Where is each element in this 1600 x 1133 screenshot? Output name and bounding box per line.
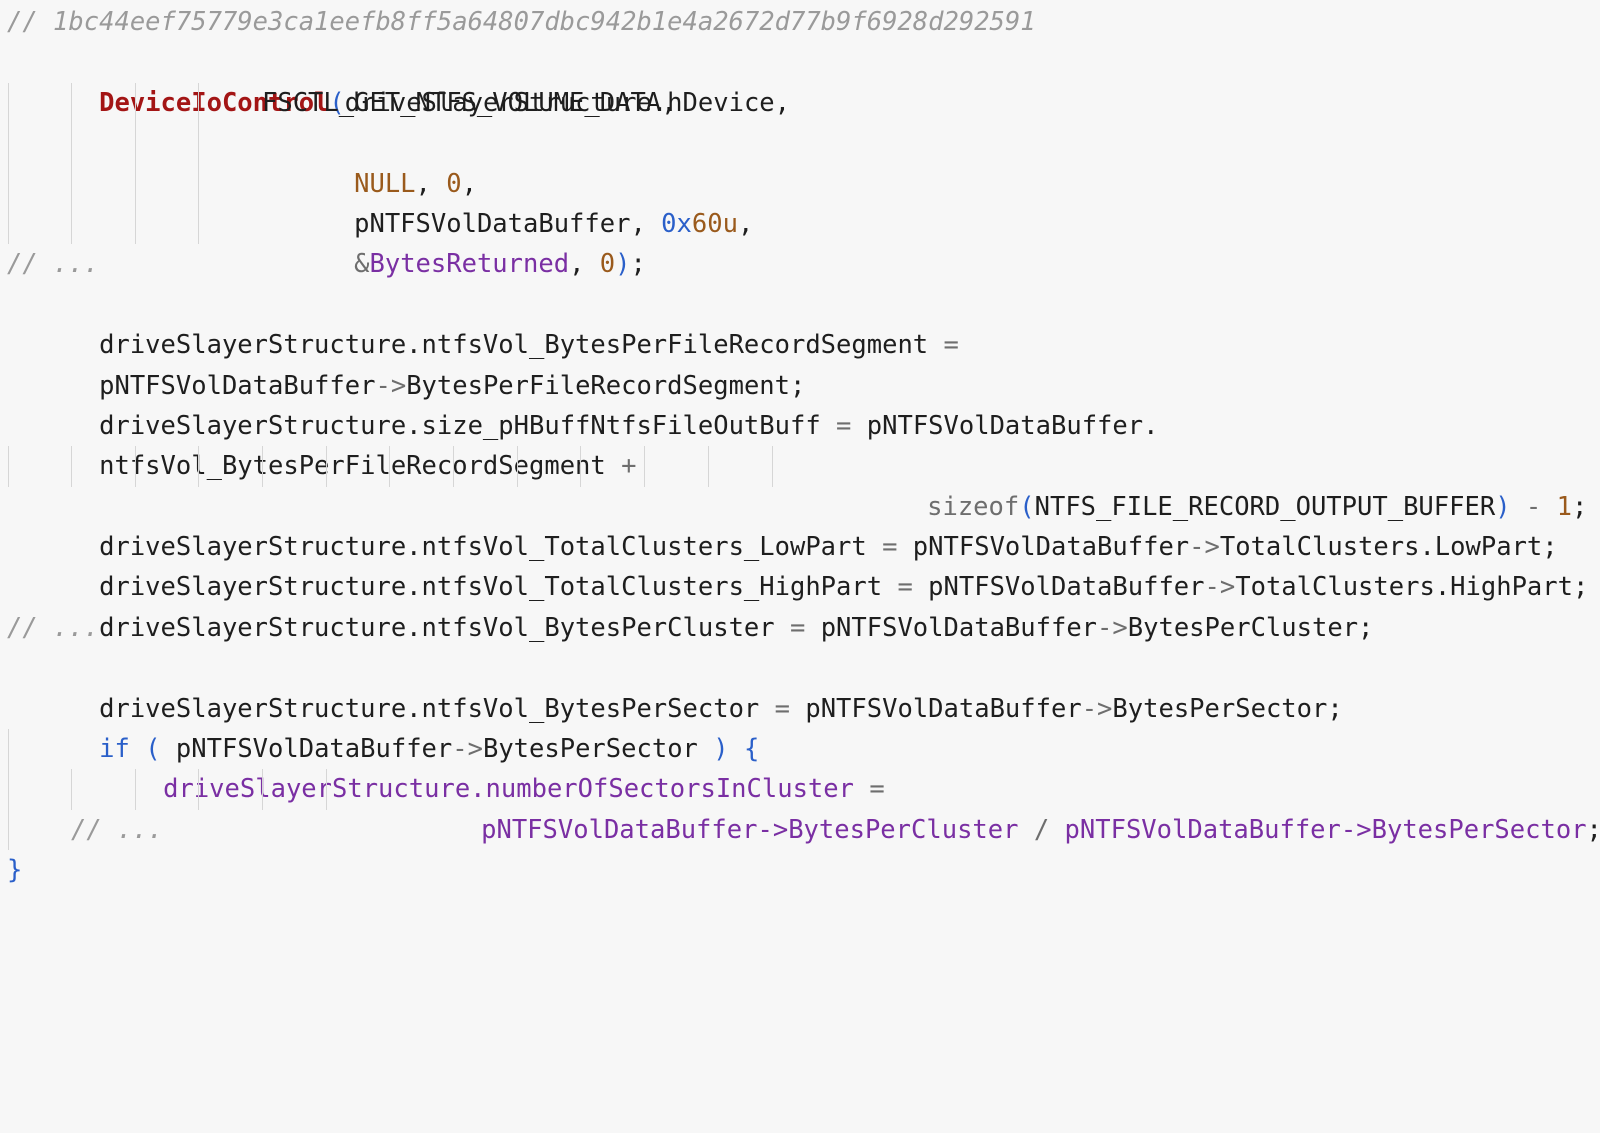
code-line: // 1bc44eef75779e3ca1eefb8ff5a64807dbc94… <box>0 2 1600 42</box>
indent-guide <box>389 446 390 487</box>
paren-open: ( <box>329 87 345 118</box>
indent-guide <box>8 203 9 245</box>
hex-value: 60u <box>691 208 738 239</box>
indent-guide <box>135 82 136 124</box>
code-line: ntfsVol_BytesPerFileRecordSegment + <box>99 451 637 482</box>
variable: BytesReturned <box>369 249 570 280</box>
code-line: driveSlayerStructure.ntfsVol_BytesPerSec… <box>99 693 1343 724</box>
indent-guide <box>517 446 518 487</box>
indent-guide <box>453 446 454 487</box>
code-line: driveSlayerStructure.ntfsVol_TotalCluste… <box>99 572 1589 603</box>
number-literal: 0 <box>446 168 462 199</box>
indent-guide <box>71 203 72 245</box>
comment: // ... <box>7 249 100 280</box>
code-line: driveSlayerStructure.numberOfSectorsInCl… <box>0 729 1600 804</box>
argument: pNTFSVolDataBuffer, <box>354 208 662 239</box>
indent-guide <box>135 769 136 810</box>
indent-guide <box>8 82 9 124</box>
indent-guide <box>198 123 199 164</box>
operator: = <box>836 410 852 441</box>
sizeof-keyword: sizeof <box>927 491 1020 522</box>
code-line: // ... <box>0 608 1600 648</box>
indent-guide <box>8 446 9 487</box>
comment: // ... <box>71 814 164 845</box>
code-line: sizeof(NTFS_FILE_RECORD_OUTPUT_BUFFER) -… <box>0 446 1600 522</box>
indent-guide <box>71 123 72 164</box>
code-line: DeviceIoControl(driveSlayerStructure.hDe… <box>0 42 1600 118</box>
indent-guide <box>71 82 72 124</box>
code-line: driveSlayerStructure.size_pHBuffNtfsFile… <box>99 410 1159 441</box>
code-line: FSCTL_GET_NTFS_VOLUME_DATA, <box>0 82 1600 124</box>
code-line: pNTFSVolDataBuffer->BytesPerCluster / pN… <box>0 769 1600 845</box>
indent-guide <box>708 446 709 487</box>
indent-guide <box>326 446 327 487</box>
code-line: driveSlayerStructure.ntfsVol_BytesPerFil… <box>0 285 1600 360</box>
indent-guide <box>71 769 72 810</box>
indent-guide <box>326 769 327 810</box>
assignment-target: driveSlayerStructure.size_pHBuffNtfsFile… <box>99 410 837 441</box>
comment: // ... <box>7 612 100 643</box>
address-operator: & <box>354 249 370 280</box>
code-line: pNTFSVolDataBuffer->BytesPerFileRecordSe… <box>99 370 806 401</box>
arrow-operator: -> <box>375 370 407 401</box>
code-line: // ... <box>0 809 1600 851</box>
indent-guide <box>71 163 72 204</box>
paren-close: ) <box>615 249 631 280</box>
indent-guide <box>580 446 581 487</box>
function-name: DeviceIoControl <box>99 87 330 118</box>
indent-guide <box>135 203 136 245</box>
indent-guide <box>772 446 773 487</box>
code-editor[interactable]: // 1bc44eef75779e3ca1eefb8ff5a64807dbc94… <box>0 0 1600 885</box>
indent-guide <box>135 123 136 164</box>
indent-guide <box>8 809 9 851</box>
operator: + <box>621 451 637 482</box>
indent-guide <box>198 446 199 487</box>
indent-guide <box>8 123 9 164</box>
code-line: pNTFSVolDataBuffer, 0x60u, <box>0 163 1600 239</box>
null-macro: NULL <box>354 168 416 199</box>
assignment-target: driveSlayerStructure.ntfsVol_BytesPerFil… <box>99 330 944 361</box>
indent-guide <box>262 446 263 487</box>
argument: FSCTL_GET_NTFS_VOLUME_DATA, <box>262 87 677 118</box>
indent-guide <box>198 203 199 245</box>
hash-comment: // 1bc44eef75779e3ca1eefb8ff5a64807dbc94… <box>7 7 1036 37</box>
indent-guide <box>262 769 263 810</box>
number-literal: 0 <box>599 249 616 280</box>
code-line: } <box>0 850 1600 890</box>
operator: = <box>943 330 959 361</box>
indent-guide <box>71 446 72 487</box>
indent-guide <box>135 163 136 204</box>
code-line: driveSlayerStructure.ntfsVol_BytesPerClu… <box>99 612 1374 643</box>
argument: driveSlayerStructure.hDevice, <box>344 87 790 118</box>
indent-guide <box>8 729 9 770</box>
indent-guide <box>8 163 9 204</box>
indent-guide <box>198 769 199 810</box>
if-keyword: if <box>99 734 130 765</box>
code-line: if ( pNTFSVolDataBuffer->BytesPerSector … <box>99 734 760 765</box>
code-line: NULL, 0, <box>0 123 1600 199</box>
indent-guide <box>644 446 645 487</box>
indent-guide <box>8 769 9 810</box>
code-line: &BytesReturned, 0); <box>0 203 1600 279</box>
hex-prefix: 0x <box>661 208 692 239</box>
number-literal: 1 <box>1556 491 1572 522</box>
indent-guide <box>198 82 199 124</box>
indent-guide <box>198 163 199 204</box>
code-line: // ... <box>0 244 1600 284</box>
operator: - <box>1510 491 1557 522</box>
code-line: driveSlayerStructure.ntfsVol_TotalCluste… <box>99 532 1558 563</box>
closing-brace: } <box>7 855 23 886</box>
indent-guide <box>135 446 136 487</box>
